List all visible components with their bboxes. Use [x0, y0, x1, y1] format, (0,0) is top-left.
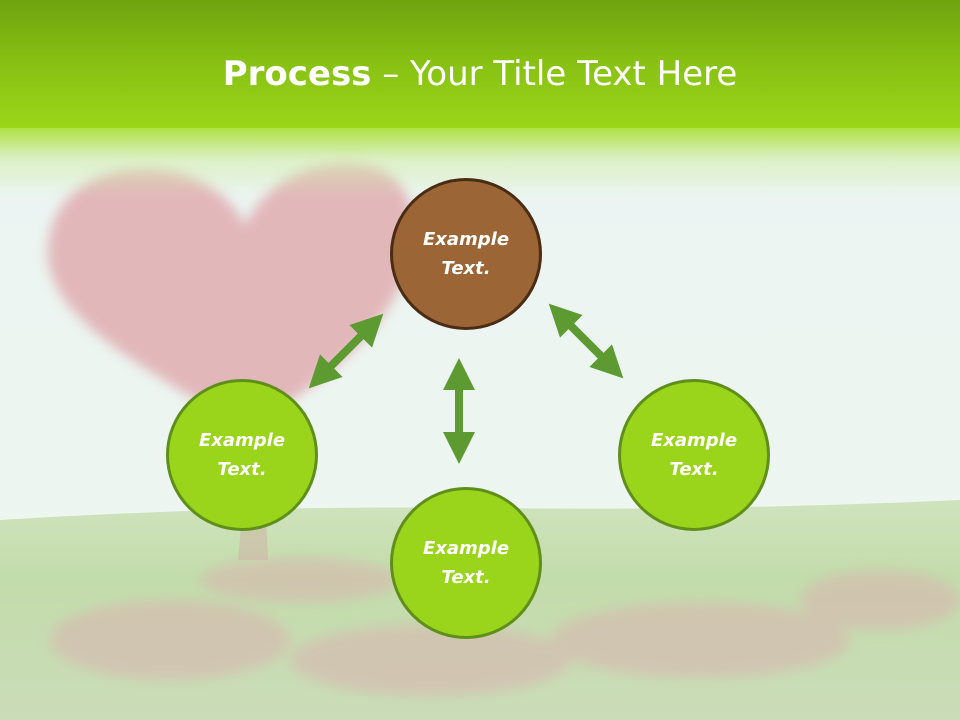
node-left-label: Example Text. [198, 430, 286, 480]
node-bottom-label: Example Text. [422, 538, 510, 588]
node-top-label: Example Text. [422, 229, 510, 279]
node-right-label: Example Text. [650, 430, 738, 480]
slide-title: Process – Your Title Text Here [0, 52, 960, 96]
title-bar [0, 0, 960, 128]
title-bold: Process [222, 54, 372, 94]
node-top[interactable]: Example Text. [390, 178, 542, 330]
connector-top-right [548, 303, 624, 379]
node-right[interactable]: Example Text. [618, 379, 770, 531]
connector-top-left [308, 313, 384, 389]
title-rest: – Your Title Text Here [371, 54, 738, 94]
node-left[interactable]: Example Text. [166, 379, 318, 531]
node-bottom[interactable]: Example Text. [390, 487, 542, 639]
